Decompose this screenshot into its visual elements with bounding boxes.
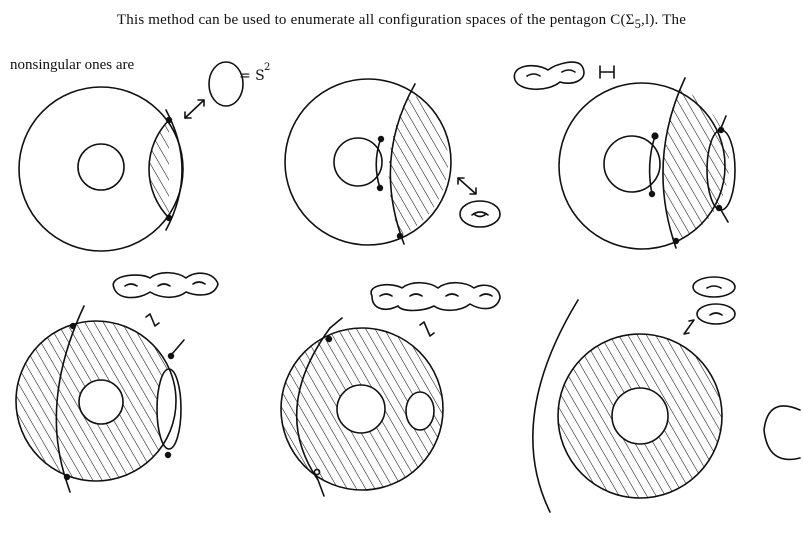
- double-arrow: [145, 313, 160, 327]
- singular-point: [651, 132, 659, 140]
- panel-2: [284, 78, 501, 246]
- shaded-region: [388, 92, 449, 236]
- genus-4-surface: [370, 281, 501, 312]
- torus-surface: [692, 276, 736, 298]
- double-arrow: [419, 321, 435, 337]
- right-arc: [165, 109, 183, 231]
- outer-circle: [284, 78, 452, 246]
- panel-4: [15, 271, 219, 493]
- crossing-arc: [662, 77, 686, 249]
- surface-holes: [124, 281, 206, 287]
- outer-circle: [18, 86, 184, 252]
- subscript-5: 5: [634, 17, 642, 31]
- sphere-surface: [208, 61, 244, 107]
- outer-arc: [532, 299, 579, 513]
- singular-point: [396, 232, 404, 240]
- arrow-heads: [184, 99, 205, 119]
- torus-hole: [706, 285, 722, 289]
- torus-surface: [696, 303, 736, 325]
- crossing-arc: [295, 327, 331, 497]
- arc-ends: [720, 115, 729, 223]
- panel-6: [532, 276, 801, 513]
- panel-3: [513, 61, 736, 250]
- torus-hole: [709, 312, 723, 316]
- sphere-label: = S: [239, 68, 265, 84]
- paragraph-line-1: This method can be used to enumerate all…: [116, 12, 687, 31]
- inner-circle: [336, 384, 386, 434]
- paragraph-line-2: nonsingular ones are: [10, 57, 135, 73]
- panel-1: = S 2: [18, 61, 270, 252]
- singular-point: [63, 473, 71, 481]
- edge-arc: [763, 405, 801, 461]
- shaded-region: [281, 328, 443, 490]
- singular-point: [167, 352, 175, 360]
- shaded-region: [558, 334, 722, 498]
- left-arc: [148, 119, 170, 219]
- surface-holes: [526, 69, 576, 77]
- inner-circle: [333, 137, 383, 187]
- outer-circle: [15, 320, 177, 482]
- singular-point: [715, 204, 723, 212]
- double-arrow: [683, 319, 695, 335]
- inner-circle: [78, 379, 124, 425]
- shaded-region: [148, 120, 169, 218]
- crossing-arc: [389, 83, 416, 245]
- singular-point: [377, 135, 385, 143]
- double-arrow: [599, 65, 615, 79]
- inner-circle: [77, 143, 125, 191]
- arc-end: [171, 339, 185, 355]
- singular-point: [672, 237, 680, 245]
- shaded-region: [16, 321, 176, 481]
- genus-2-surface: [513, 61, 585, 91]
- singular-point: [69, 322, 77, 330]
- chord-arc: [375, 137, 382, 189]
- small-circle: [405, 391, 435, 431]
- singular-point: [717, 126, 725, 134]
- outer-circle: [280, 327, 444, 491]
- chord-arc: [648, 135, 656, 195]
- torus-surface: [459, 200, 501, 228]
- singular-point: [325, 335, 333, 343]
- singular-point: [164, 451, 172, 459]
- singular-point: [165, 214, 173, 222]
- singular-point: [376, 184, 384, 192]
- outer-circle: [557, 333, 723, 499]
- sphere-exponent: 2: [264, 62, 270, 73]
- surface-holes: [379, 293, 493, 297]
- singular-point: [313, 468, 321, 476]
- genus-3-surface: [112, 271, 219, 299]
- inner-circle: [611, 387, 669, 445]
- panel-5: [280, 281, 501, 497]
- outer-circle: [558, 82, 726, 250]
- inner-circle: [603, 135, 661, 193]
- double-arrow: [184, 99, 205, 119]
- singular-point: [648, 190, 656, 198]
- arc-end: [329, 317, 343, 329]
- right-ellipse: [156, 368, 182, 450]
- torus-hole: [471, 211, 489, 218]
- singular-point: [165, 116, 173, 124]
- double-arrow: [457, 177, 477, 195]
